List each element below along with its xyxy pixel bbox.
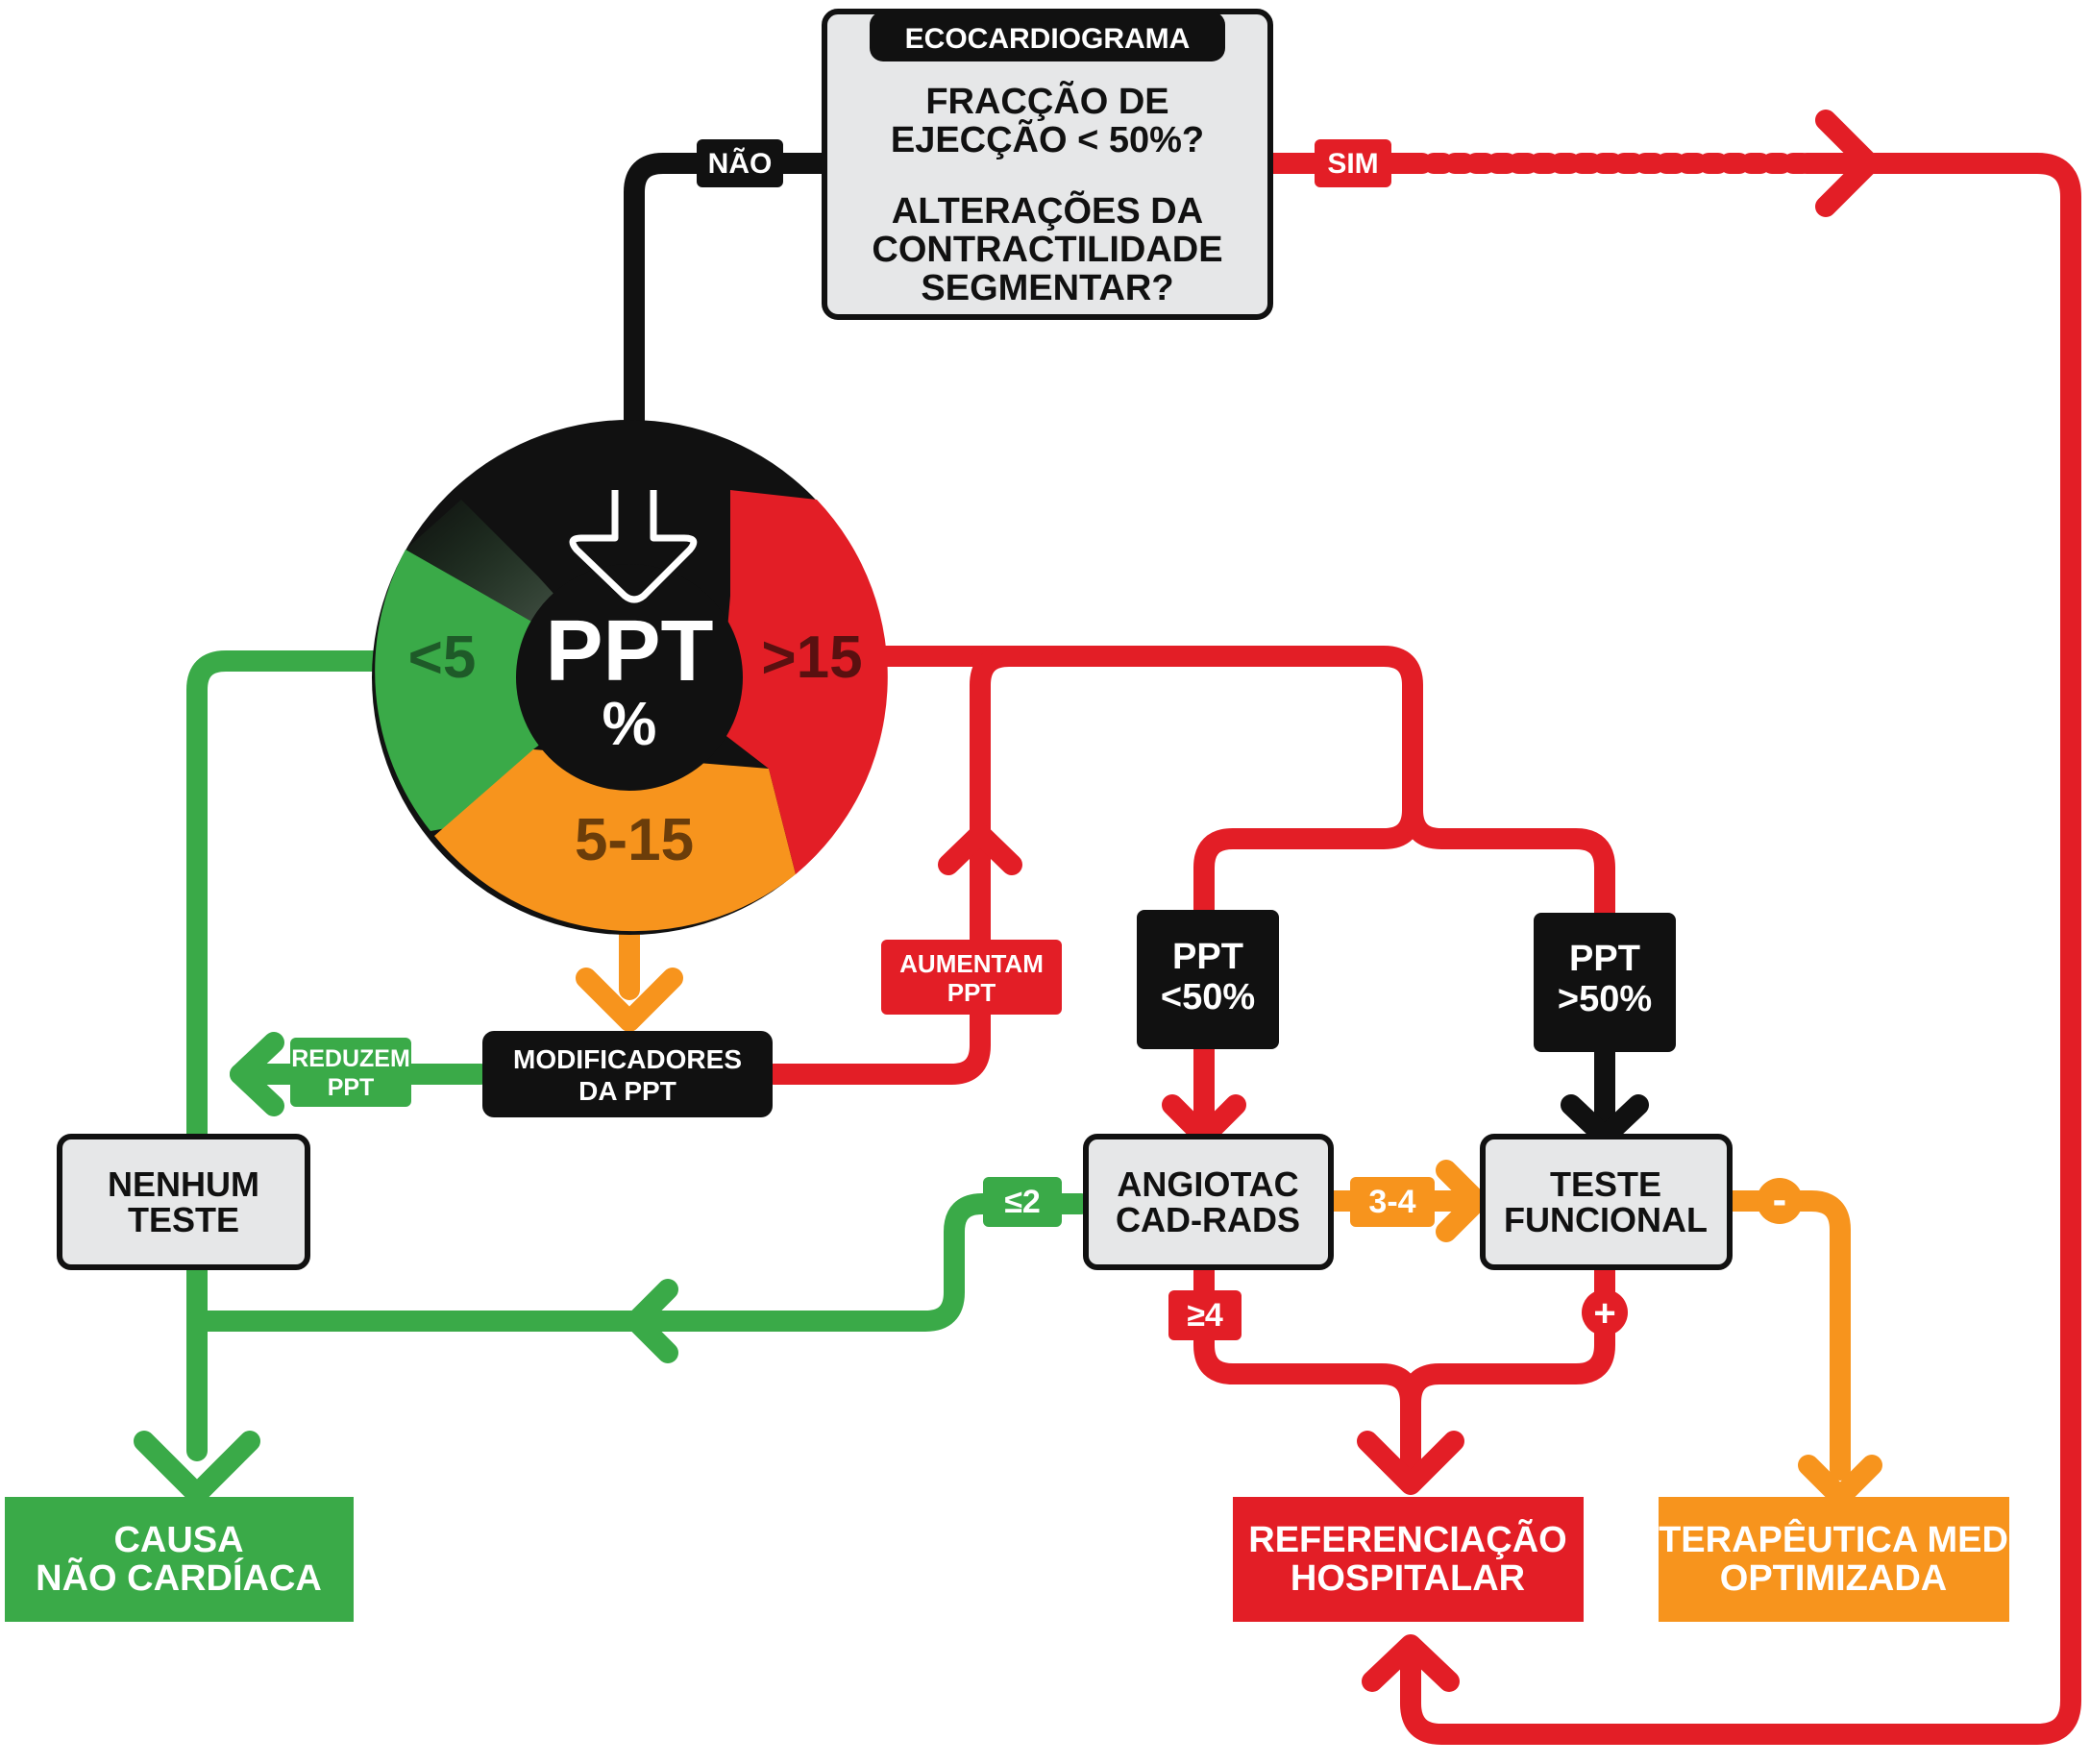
green-return-line <box>186 1193 1092 1332</box>
ppt-pct: % <box>602 689 657 758</box>
sector-mid <box>434 749 796 932</box>
plus-label: + <box>1593 1292 1615 1335</box>
nenhum-teste-box: NENHUM TESTE <box>57 1134 310 1270</box>
echo-tag-bg <box>870 12 1225 61</box>
nao-line <box>624 153 835 577</box>
nao-tag: NÃO <box>697 139 783 187</box>
red-high-line <box>869 646 1423 923</box>
causa-line1: CAUSA <box>113 1520 243 1560</box>
arrow-34 <box>1436 1160 1488 1242</box>
ter-line2: OPTIMIZADA <box>1720 1558 1947 1599</box>
ge4-tag: ≥4 <box>1168 1290 1242 1340</box>
echo-tag: ECOCARDIOGRAMA <box>905 23 1191 55</box>
nenhum-line2: TESTE <box>128 1200 239 1239</box>
causa-line2: NÃO CARDÍACA <box>36 1556 322 1599</box>
ge4-label: ≥4 <box>1187 1297 1223 1334</box>
red-high-right <box>1402 799 1615 923</box>
r34-label: 3-4 <box>1368 1184 1415 1220</box>
referenciacao-box: REFERENCIAÇÃO HOSPITALAR <box>1233 1497 1584 1622</box>
ter-line1: TERAPÊUTICA MED <box>1659 1518 2008 1560</box>
modificadores-box: MODIFICADORES DA PPT <box>482 1031 773 1117</box>
ppt-high-line1: PPT <box>1569 939 1640 979</box>
arrow-sim <box>1815 110 1880 217</box>
minus-label: - <box>1773 1176 1787 1223</box>
ppt-circle: PPT % <5 >15 5-15 <box>372 420 888 935</box>
ppt-low-box: PPT <50% <box>1137 910 1279 1049</box>
sim-label: SIM <box>1327 148 1378 180</box>
sim-tag: SIM <box>1315 139 1391 187</box>
arrow-aumentam <box>938 823 1022 875</box>
ppt-low-line1: PPT <box>1172 937 1243 977</box>
plus-tag: + <box>1582 1289 1628 1335</box>
arrow-reduzem <box>230 1032 284 1116</box>
echo-q2-line2: CONTRACTILIDADE <box>872 230 1222 270</box>
nenhum-line1: NENHUM <box>108 1164 259 1204</box>
echo-q1-line1: FRACÇÃO DE <box>925 80 1168 122</box>
reduzem-line2: PPT <box>328 1074 375 1101</box>
sector-high <box>719 490 888 874</box>
arrow-referral-up <box>1362 1634 1460 1692</box>
angio-line1: ANGIOTAC <box>1117 1164 1298 1204</box>
arrow-green-return <box>626 1279 678 1363</box>
angiotac-box: ANGIOTAC CAD-RADS <box>1083 1134 1334 1270</box>
arrow-modificadores <box>576 968 683 1032</box>
echo-q2-line1: ALTERAÇÕES DA <box>892 189 1203 232</box>
terapeutica-box: TERAPÊUTICA MED OPTIMIZADA <box>1659 1497 2009 1622</box>
aumentam-line1: AUMENTAM <box>899 949 1044 978</box>
echo-q1-line2: EJECÇÃO < 50%? <box>891 118 1204 160</box>
aumentam-line2: PPT <box>947 978 996 1007</box>
reduzem-tag: REDUZEM PPT <box>290 1038 411 1107</box>
echo-box: ECOCARDIOGRAMA FRACÇÃO DE EJECÇÃO < 50%?… <box>822 9 1273 320</box>
echo-q2-line3: SEGMENTAR? <box>921 268 1173 308</box>
teste-line2: FUNCIONAL <box>1504 1200 1708 1239</box>
r34-tag: 3-4 <box>1350 1177 1435 1227</box>
arrow-referral <box>1357 1431 1464 1495</box>
teste-line1: TESTE <box>1550 1164 1661 1204</box>
nao-label: NÃO <box>708 147 773 180</box>
ppt-inner <box>516 564 743 791</box>
aumentam-tag: AUMENTAM PPT <box>881 940 1062 1015</box>
arrow-causa <box>134 1431 260 1505</box>
sector-low <box>375 550 629 831</box>
ref-line2: HOSPITALAR <box>1291 1558 1525 1599</box>
ppt-high: >15 <box>761 625 862 691</box>
ppt-low: <5 <box>408 625 477 691</box>
angio-line2: CAD-RADS <box>1116 1200 1300 1239</box>
ppt-down-arrow <box>569 490 698 603</box>
le2-label: ≤2 <box>1004 1184 1041 1220</box>
ppt-high-line2: >50% <box>1558 979 1652 1019</box>
modificadores-line2: DA PPT <box>578 1076 676 1106</box>
connectors <box>186 153 2081 1745</box>
ppt-mid: 5-15 <box>575 807 694 873</box>
red-loop-line <box>1400 153 2081 1745</box>
ppt-main: PPT <box>545 603 713 699</box>
green-main-line <box>186 650 390 1461</box>
causa-box: CAUSA NÃO CARDÍACA <box>5 1497 354 1622</box>
le2-tag: ≤2 <box>983 1177 1062 1227</box>
modificadores-line1: MODIFICADORES <box>513 1044 742 1074</box>
ref-line1: REFERENCIAÇÃO <box>1248 1518 1566 1560</box>
ppt-low-line2: <50% <box>1161 977 1255 1017</box>
red-plus-line <box>1400 1258 1615 1413</box>
ppt-high-box: PPT >50% <box>1534 913 1676 1052</box>
minus-tag: - <box>1757 1176 1803 1224</box>
orange-neg-line <box>1719 1190 1851 1481</box>
red-aumentam-line <box>763 646 1020 1085</box>
teste-funcional-box: TESTE FUNCIONAL <box>1480 1134 1733 1270</box>
reduzem-line1: REDUZEM <box>291 1045 410 1072</box>
